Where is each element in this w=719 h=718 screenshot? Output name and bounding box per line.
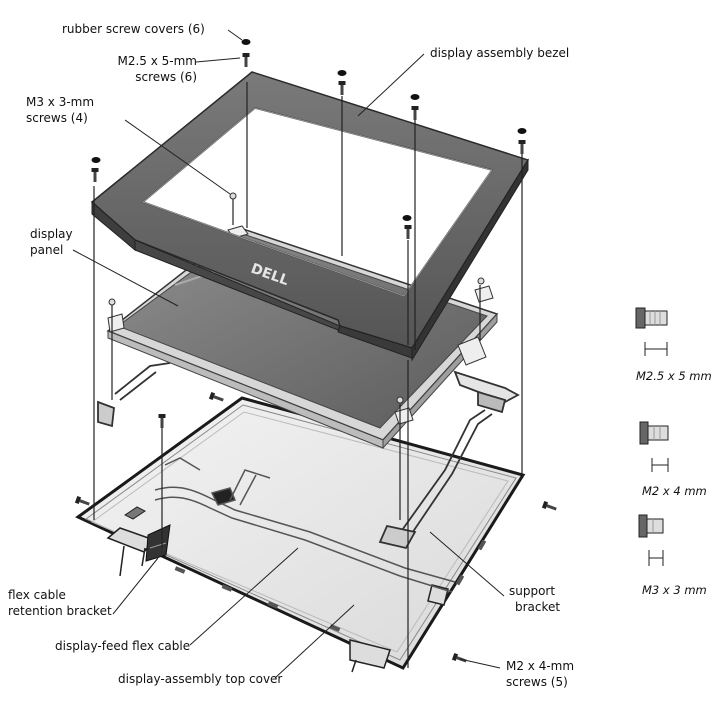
- callout-display-feed-flex-cable: display-feed flex cable: [55, 639, 191, 653]
- legend-m3-icon: [638, 514, 664, 566]
- callout-rubber-screw-covers: rubber screw covers (6): [62, 22, 205, 36]
- support-bracket: [378, 370, 520, 550]
- hinge-right: [349, 584, 449, 673]
- display-panel: [106, 225, 499, 450]
- support-bracket-left: [97, 362, 171, 428]
- leader-lines: [72, 29, 505, 679]
- callout-display-assembly-bezel: display assembly bezel: [430, 46, 570, 60]
- display-assembly-top-cover: [75, 396, 526, 673]
- legend-m2-label: M2 x 4 mm: [642, 484, 707, 498]
- legend-m25-label: M2.5 x 5 mm: [636, 369, 712, 383]
- legend-m25-icon: [635, 307, 668, 356]
- legend-m3-label: M3 x 3 mm: [642, 583, 707, 597]
- alignment-lines: [93, 82, 523, 668]
- flex-cable-retention-bracket: [124, 506, 171, 562]
- display-assembly-bezel: DELL: [90, 71, 530, 362]
- callout-display-assembly-top-cover: display-assembly top cover: [118, 672, 283, 686]
- legend-m2-icon: [639, 421, 669, 472]
- display-feed-flex-cable: [154, 457, 456, 593]
- m3-screws: [108, 192, 485, 404]
